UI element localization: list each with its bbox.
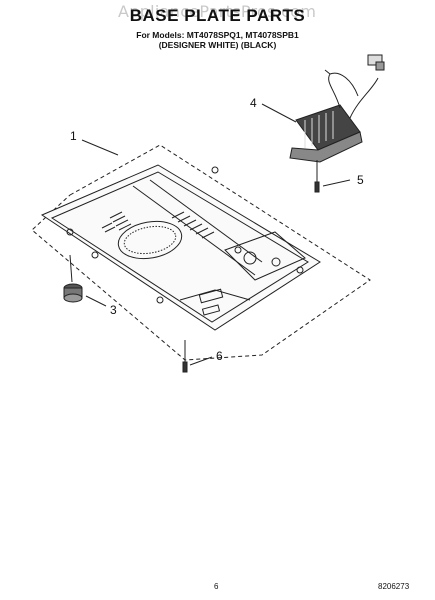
screw-5 [314, 160, 320, 193]
vent-slots-left [101, 211, 132, 233]
leader-line-3 [85, 295, 107, 307]
vent-slots-right [171, 211, 215, 239]
models-line: For Models: MT4078SPQ1, MT4078SPB1 [136, 30, 299, 40]
transformer [289, 104, 363, 163]
callout-6: 6 [216, 349, 223, 363]
vent-grid [117, 220, 183, 260]
leader-line-6 [189, 356, 213, 366]
watermark: AppliancePartsPros.com [118, 2, 317, 21]
mount-region [224, 231, 306, 281]
page-title: BASE PLATE PARTS [129, 6, 306, 25]
callout-3: 3 [110, 303, 117, 317]
page-number: 6 [214, 582, 219, 591]
leader-line-5 [322, 179, 351, 187]
part-number: 8206273 [378, 582, 410, 591]
rubber-foot [63, 254, 83, 303]
base-plate [40, 164, 321, 331]
leader-line-4 [261, 103, 297, 123]
callout-4: 4 [250, 96, 257, 110]
connector [367, 54, 383, 66]
wire-harness [324, 69, 379, 119]
leader-line-1 [81, 139, 119, 156]
assembly-outline [31, 144, 371, 361]
colors-line: (DESIGNER WHITE) (BLACK) [158, 40, 277, 50]
callout-1: 1 [70, 129, 77, 143]
screw-6 [182, 340, 188, 373]
callout-5: 5 [357, 173, 364, 187]
